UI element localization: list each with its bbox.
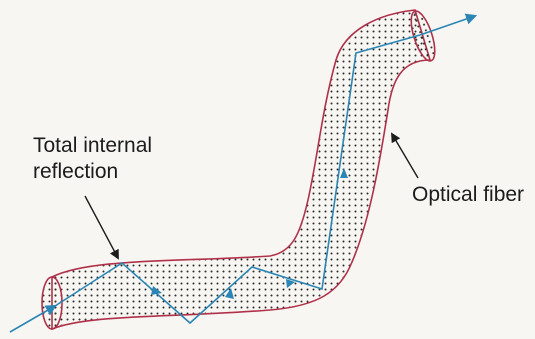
total-internal-reflection-label-line2: reflection <box>33 160 118 184</box>
reflection-pointer <box>85 196 118 258</box>
total-internal-reflection-label-line1: Total internal <box>33 134 152 158</box>
fiber-pointer <box>392 134 418 178</box>
optical-fiber-label: Optical fiber <box>412 183 524 207</box>
